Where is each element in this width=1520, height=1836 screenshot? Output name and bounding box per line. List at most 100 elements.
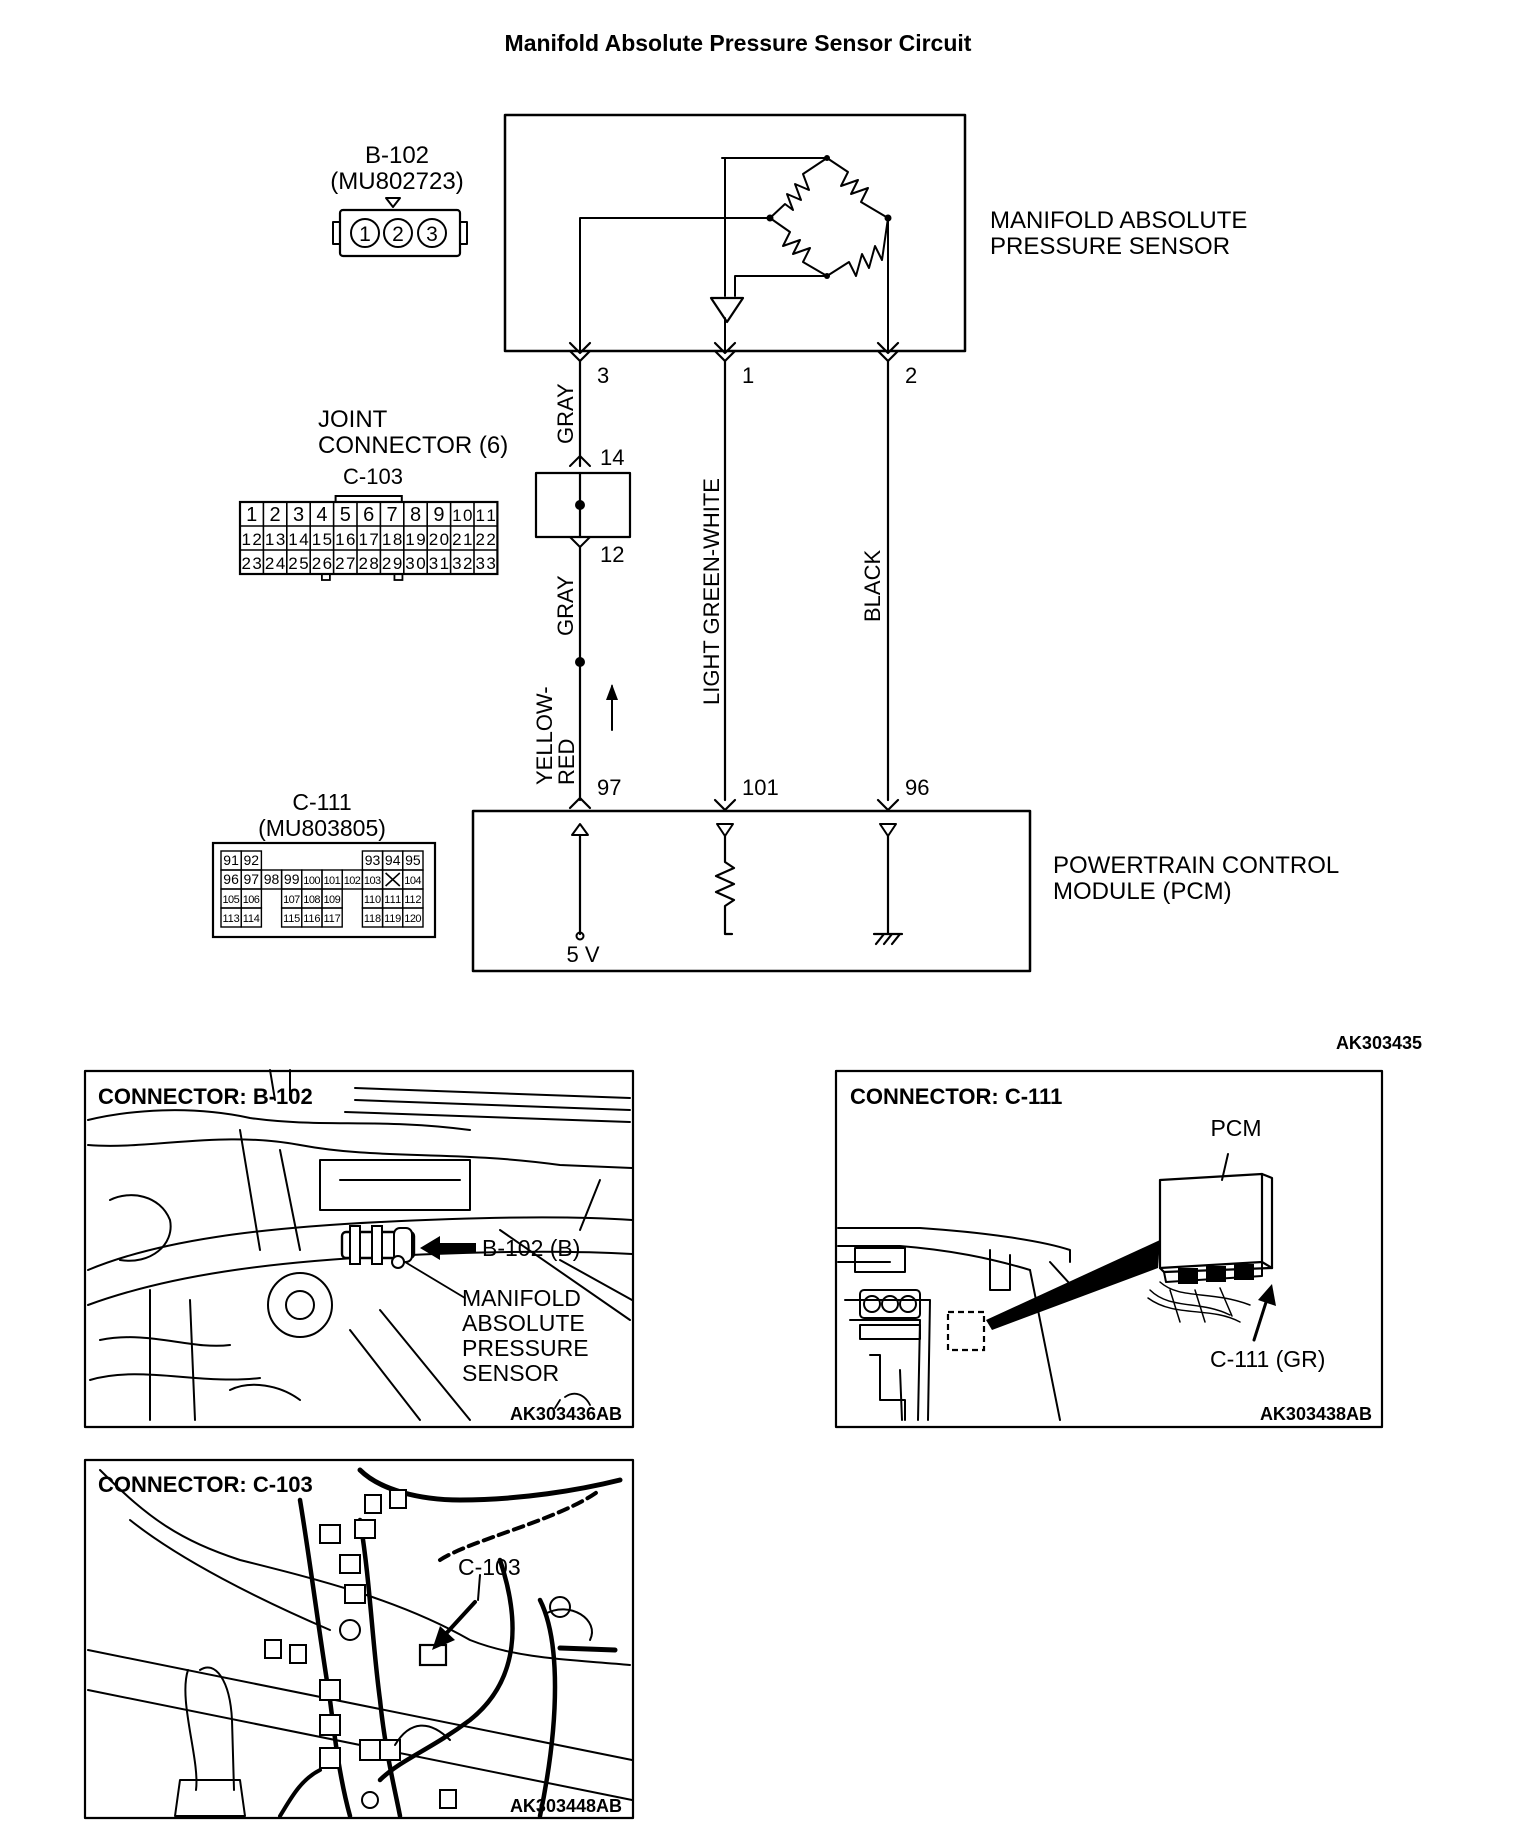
pcm-label-line1: POWERTRAIN CONTROL — [1053, 852, 1339, 879]
joint-pin-label: 32 — [452, 554, 472, 573]
wire-label-light-green-white: LIGHT GREEN-WHITE — [699, 478, 724, 705]
wire-label-black: BLACK — [860, 550, 885, 622]
c111-pin-label: 100 — [303, 875, 320, 887]
c111-pin-label: 101 — [324, 875, 341, 887]
sensor-pin-3: 3 — [597, 363, 609, 388]
joint-pin-label: 1 — [246, 504, 257, 526]
pcm-label-line2: MODULE (PCM) — [1053, 878, 1232, 905]
c111-pin-label: 119 — [384, 913, 401, 925]
joint-pin-label: 14 — [288, 530, 308, 549]
panel-b102-sensor-l1: MANIFOLD — [462, 1285, 581, 1311]
pcm-pin-96: 96 — [905, 775, 929, 800]
c111-pin-label: 113 — [223, 913, 240, 925]
c111-pin-label: 98 — [264, 871, 280, 887]
pcm-module — [471, 796, 1032, 973]
c111-pin-label: 105 — [223, 894, 240, 906]
joint-pin-label: 25 — [288, 554, 308, 573]
c111-pin-label: 115 — [283, 913, 300, 925]
c111-pin-label: 112 — [404, 894, 421, 906]
pcm-location-marker — [946, 1310, 986, 1352]
c111-pin-label: 108 — [303, 894, 320, 906]
c111-pin-label: 92 — [244, 852, 260, 868]
panel-c103 — [83, 1458, 635, 1820]
panel-b102-callout: B-102 (B) — [482, 1235, 580, 1261]
c111-pin-label: 94 — [385, 852, 401, 868]
c111-callout-arrow-icon — [1252, 1284, 1276, 1342]
joint-pin-label: 6 — [363, 504, 374, 526]
diagram-title: Manifold Absolute Pressure Sensor Circui… — [505, 30, 972, 56]
b102-connector-symbol — [332, 197, 468, 258]
joint-pin-label: 4 — [316, 504, 327, 526]
joint-pin-label: 12 — [242, 530, 262, 549]
pcm-pin-101: 101 — [742, 775, 779, 800]
c111-pin-label: 103 — [364, 875, 381, 887]
c111-pin-label: 99 — [284, 871, 300, 887]
panel-b102-sensor-l2: ABSOLUTE — [462, 1310, 585, 1336]
c111-pin-label: 95 — [405, 852, 421, 868]
c103-callout-arrow-icon — [432, 1574, 481, 1650]
panel-c103-callout: C-103 — [458, 1554, 521, 1580]
joint-pin-label: 9 — [433, 504, 444, 526]
joint-label-line2: CONNECTOR (6) — [318, 432, 508, 459]
c111-pin-label: 96 — [223, 871, 239, 887]
b102-pin-1: 1 — [359, 223, 371, 246]
joint-connector-block — [534, 471, 632, 539]
c111-pin-label: 118 — [364, 913, 381, 925]
c111-pin-label: 93 — [365, 852, 381, 868]
joint-pin-label: 8 — [410, 504, 421, 526]
panel-c111 — [834, 1069, 1384, 1429]
joint-pin-label: 22 — [476, 530, 496, 549]
panel-c111-callout: C-111 (GR) — [1210, 1346, 1325, 1372]
c111-pin-label: 110 — [364, 894, 381, 906]
c111-pin-label: 117 — [324, 913, 341, 925]
joint-pin-label: 23 — [242, 554, 262, 573]
panel-c111-title: CONNECTOR: C-111 — [850, 1084, 1062, 1109]
c111-part: (MU803805) — [258, 815, 386, 841]
joint-pin-label: 29 — [382, 554, 402, 573]
joint-pin-label: 20 — [429, 530, 449, 549]
wire-label-gray-lower: GRAY — [553, 575, 578, 636]
sensor-label-line2: PRESSURE SENSOR — [990, 233, 1230, 260]
joint-pin-label: 15 — [312, 530, 332, 549]
b102-pin-3: 3 — [426, 223, 438, 246]
wire-label-yellow-red-1: YELLOW- — [532, 686, 557, 785]
b102-pin-2: 2 — [392, 223, 404, 246]
c111-pin-label: 120 — [404, 913, 421, 925]
sensor-pin-1: 1 — [742, 363, 754, 388]
joint-pin-label: 17 — [359, 530, 379, 549]
sensor-pin-2: 2 — [905, 363, 917, 388]
c111-name: C-111 — [292, 789, 351, 815]
panel-c111-pcm-label: PCM — [1210, 1115, 1261, 1141]
joint-pin-label: 16 — [335, 530, 355, 549]
c111-pin-label: 109 — [324, 894, 341, 906]
joint-pin-label: 30 — [405, 554, 425, 573]
c111-pin-label: 102 — [344, 875, 361, 887]
joint-label-line1: JOINT — [318, 406, 388, 433]
c111-pin-label: 116 — [303, 913, 320, 925]
panel-c103-code: AK303448AB — [510, 1796, 622, 1816]
pcm-zoom-wedge — [986, 1240, 1160, 1330]
wire-gray-yellow-red — [569, 536, 591, 802]
joint-pin-label: 10 — [452, 506, 472, 525]
pcm-pin-97: 97 — [597, 775, 621, 800]
panel-b102-code: AK303436AB — [510, 1404, 622, 1424]
joint-pin-label: 31 — [429, 554, 449, 573]
b102-part: (MU802723) — [330, 168, 463, 195]
dashboard-sketch — [837, 1227, 1081, 1421]
joint-pin-label: 13 — [265, 530, 285, 549]
joint-pin-label: 5 — [340, 504, 351, 526]
pcm-unit-icon — [1147, 1172, 1274, 1323]
sensor-label-line1: MANIFOLD ABSOLUTE — [990, 207, 1247, 234]
joint-pin-label: 3 — [293, 504, 304, 526]
c111-pin-label: 104 — [404, 875, 421, 887]
harness-sketch — [87, 1467, 633, 1819]
joint-pin-label: 27 — [335, 554, 355, 573]
joint-pin-label: 24 — [265, 554, 285, 573]
b102-callout-arrow-icon — [420, 1236, 476, 1260]
joint-pin-label: 11 — [476, 506, 496, 525]
panel-b102 — [83, 1069, 635, 1429]
joint-pin-top: 14 — [600, 445, 624, 470]
c111-pin-label: 107 — [283, 894, 300, 906]
